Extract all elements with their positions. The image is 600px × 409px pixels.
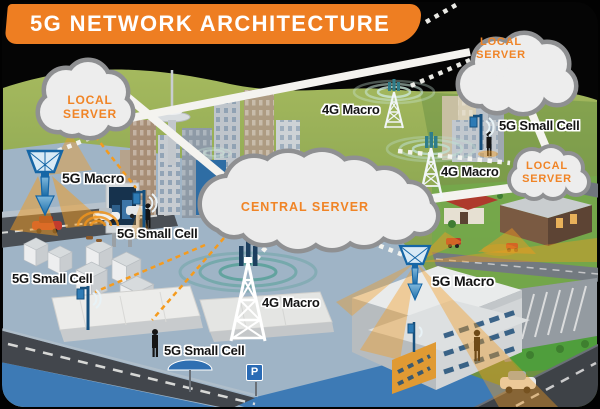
people	[86, 131, 492, 361]
parking-sign: P	[246, 364, 263, 381]
label-4g-macro-right: 4G Macro	[441, 164, 499, 179]
5g-macro-tower-left-icon	[26, 149, 64, 217]
dashed-links-white	[54, 3, 511, 265]
page-title: 5G NETWORK ARCHITECTURE	[30, 11, 391, 36]
label-5g-small-cell-bottom: 5G Small Cell	[164, 343, 245, 358]
water-left	[2, 362, 225, 407]
label-5g-macro-bottom-right: 5G Macro	[432, 273, 495, 289]
cloud-label-local-server-top-right: LOCAL SERVER	[476, 36, 526, 61]
label-4g-macro-bottom: 4G Macro	[262, 295, 320, 310]
cloud-label-local-server-right: LOCAL SERVER	[522, 160, 572, 185]
label-4g-macro-top: 4G Macro	[322, 102, 380, 117]
small-cell-top-right-icon	[469, 114, 495, 150]
label-5g-small-cell-mid-left: 5G Small Cell	[117, 226, 198, 241]
label-5g-small-cell-far-left: 5G Small Cell	[12, 271, 93, 286]
small-cell-billboard-icon	[132, 190, 158, 230]
cloud-label-central-server: CENTRAL SERVER	[240, 200, 370, 214]
vehicle-signal-arcs	[76, 210, 120, 227]
coverage-beams	[10, 132, 597, 407]
cloud-label-local-server-left: LOCAL SERVER	[63, 93, 117, 121]
small-cell-shop-icon	[76, 286, 102, 330]
4g-macro-tower-top-icon	[384, 79, 404, 129]
4g-macro-tower-bottom-icon	[229, 241, 267, 342]
label-5g-macro-left: 5G Macro	[62, 170, 125, 186]
5g-macro-tower-bottom-right-icon	[398, 244, 432, 302]
water-center	[232, 356, 545, 407]
label-5g-small-cell-top-right: 5G Small Cell	[499, 118, 580, 133]
title-banner: 5G NETWORK ARCHITECTURE	[8, 4, 422, 44]
small-cell-kiosk-icon	[407, 322, 423, 352]
